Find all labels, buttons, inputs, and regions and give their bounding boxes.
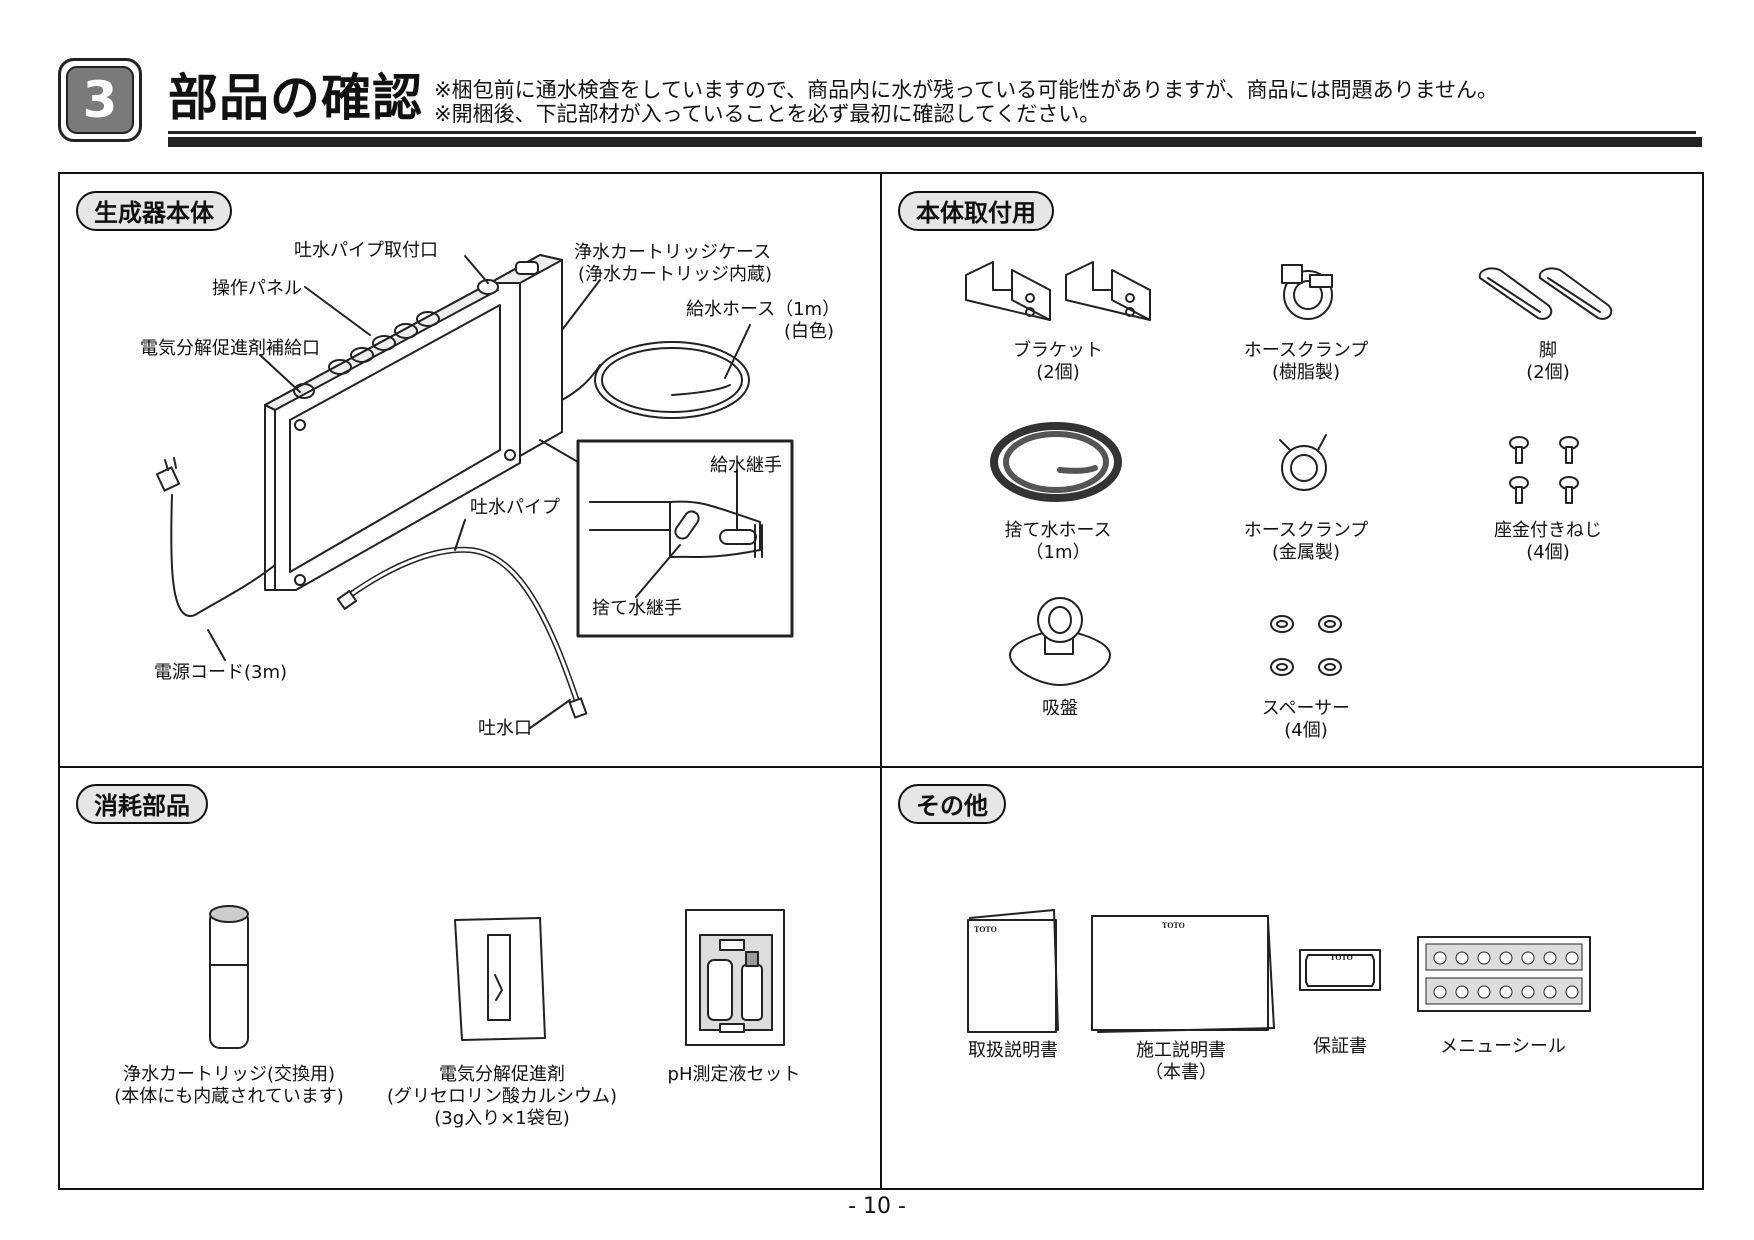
heading-other: その他 xyxy=(898,784,1006,824)
note-line-1: ※梱包前に通水検査をしていますので、商品内に水が残っている可能性がありますが、商… xyxy=(434,78,1499,102)
suction-cup-illustration xyxy=(1009,597,1111,686)
caption-water-cartridge: 浄水カートリッジ(交換用)(本体にも内蔵されています) xyxy=(114,1064,344,1107)
caption-installation-manual: 施工説明書（本書） xyxy=(1136,1040,1226,1083)
caption-hose-clamp-metal: ホースクランプ(金属製) xyxy=(1243,520,1369,563)
heading-generator: 生成器本体 xyxy=(76,191,232,231)
note-line-2: ※開梱後、下記部材が入っていることを必ず最初に確認してください。 xyxy=(434,102,1101,126)
label-supply-joint: 給水継手 xyxy=(710,455,782,476)
label-control-panel: 操作パネル xyxy=(212,278,302,299)
joint-detail-inset xyxy=(576,439,794,638)
grid-divider-horizontal xyxy=(58,766,1704,768)
label-drain-joint: 捨て水継手 xyxy=(592,598,682,619)
caption-instruction-manual: 取扱説明書 xyxy=(968,1040,1058,1061)
label-spout-pipe-mount: 吐水パイプ取付口 xyxy=(294,240,438,261)
caption-hose-clamp-resin: ホースクランプ(樹脂製) xyxy=(1243,340,1369,383)
hose-clamp-metal-illustration xyxy=(1279,434,1327,491)
water-cartridge-illustration xyxy=(209,905,249,1049)
section-number-badge: 3 xyxy=(58,58,142,142)
electrolysis-packet-illustration xyxy=(454,917,546,1041)
grid-divider-vertical xyxy=(880,172,882,1190)
page-title: 部品の確認 xyxy=(168,69,423,127)
caption-spacer: スペーサー(4個) xyxy=(1261,698,1351,741)
generator-unit-illustration xyxy=(155,254,751,729)
section-number: 3 xyxy=(66,66,134,134)
hose-clamp-resin-illustration xyxy=(1281,264,1333,320)
heading-mounting: 本体取付用 xyxy=(898,191,1054,231)
caption-washer-screw: 座金付きねじ(4個) xyxy=(1494,520,1602,563)
caption-suction-cup: 吸盤 xyxy=(1042,698,1078,719)
bracket-illustration xyxy=(965,261,1151,321)
caption-electrolysis-agent: 電気分解促進剤(グリセロリン酸カルシウム)(3g入り×1袋包) xyxy=(386,1064,618,1129)
caption-drain-hose: 捨て水ホース（1m） xyxy=(1004,520,1112,563)
heading-consumables: 消耗部品 xyxy=(76,784,208,824)
brand-logo-manual: TOTO xyxy=(974,925,997,934)
brand-logo-warranty: TOTO xyxy=(1330,953,1353,962)
label-cartridge-case-note: (浄水カートリッジ内蔵) xyxy=(578,264,773,285)
label-power-cord: 電源コード(3m) xyxy=(154,662,288,683)
header-rule-thick xyxy=(168,137,1702,147)
label-supply-hose: 給水ホース（1m） xyxy=(686,299,841,320)
drain-hose-illustration xyxy=(990,422,1122,502)
label-spout: 吐水口 xyxy=(478,718,532,739)
page-number: - 10 - xyxy=(848,1194,906,1219)
label-supply-hose-color: (白色) xyxy=(784,321,835,342)
brand-logo-installation: TOTO xyxy=(1162,921,1185,930)
caption-ph-test-set: pH測定液セット xyxy=(667,1064,801,1085)
header-rule xyxy=(168,131,1696,134)
label-cartridge-case: 浄水カートリッジケース xyxy=(574,242,772,263)
warranty-illustration xyxy=(1299,949,1381,991)
leg-illustration xyxy=(1478,267,1613,320)
menu-sticker-illustration xyxy=(1417,936,1591,1012)
installation-manual-illustration xyxy=(1091,915,1275,1033)
caption-bracket: ブラケット(2個) xyxy=(1013,340,1103,383)
label-electrolysis-refill: 電気分解促進剤補給口 xyxy=(140,338,320,359)
label-spout-pipe: 吐水パイプ xyxy=(470,497,560,518)
caption-leg: 脚(2個) xyxy=(1526,340,1570,383)
caption-menu-sticker: メニューシール xyxy=(1440,1036,1566,1057)
instruction-manual-illustration xyxy=(967,909,1059,1033)
washer-screw-illustration xyxy=(1509,436,1579,504)
caption-warranty: 保証書 xyxy=(1313,1036,1367,1057)
spacer-illustration xyxy=(1270,615,1342,676)
ph-test-set-illustration xyxy=(685,909,785,1046)
